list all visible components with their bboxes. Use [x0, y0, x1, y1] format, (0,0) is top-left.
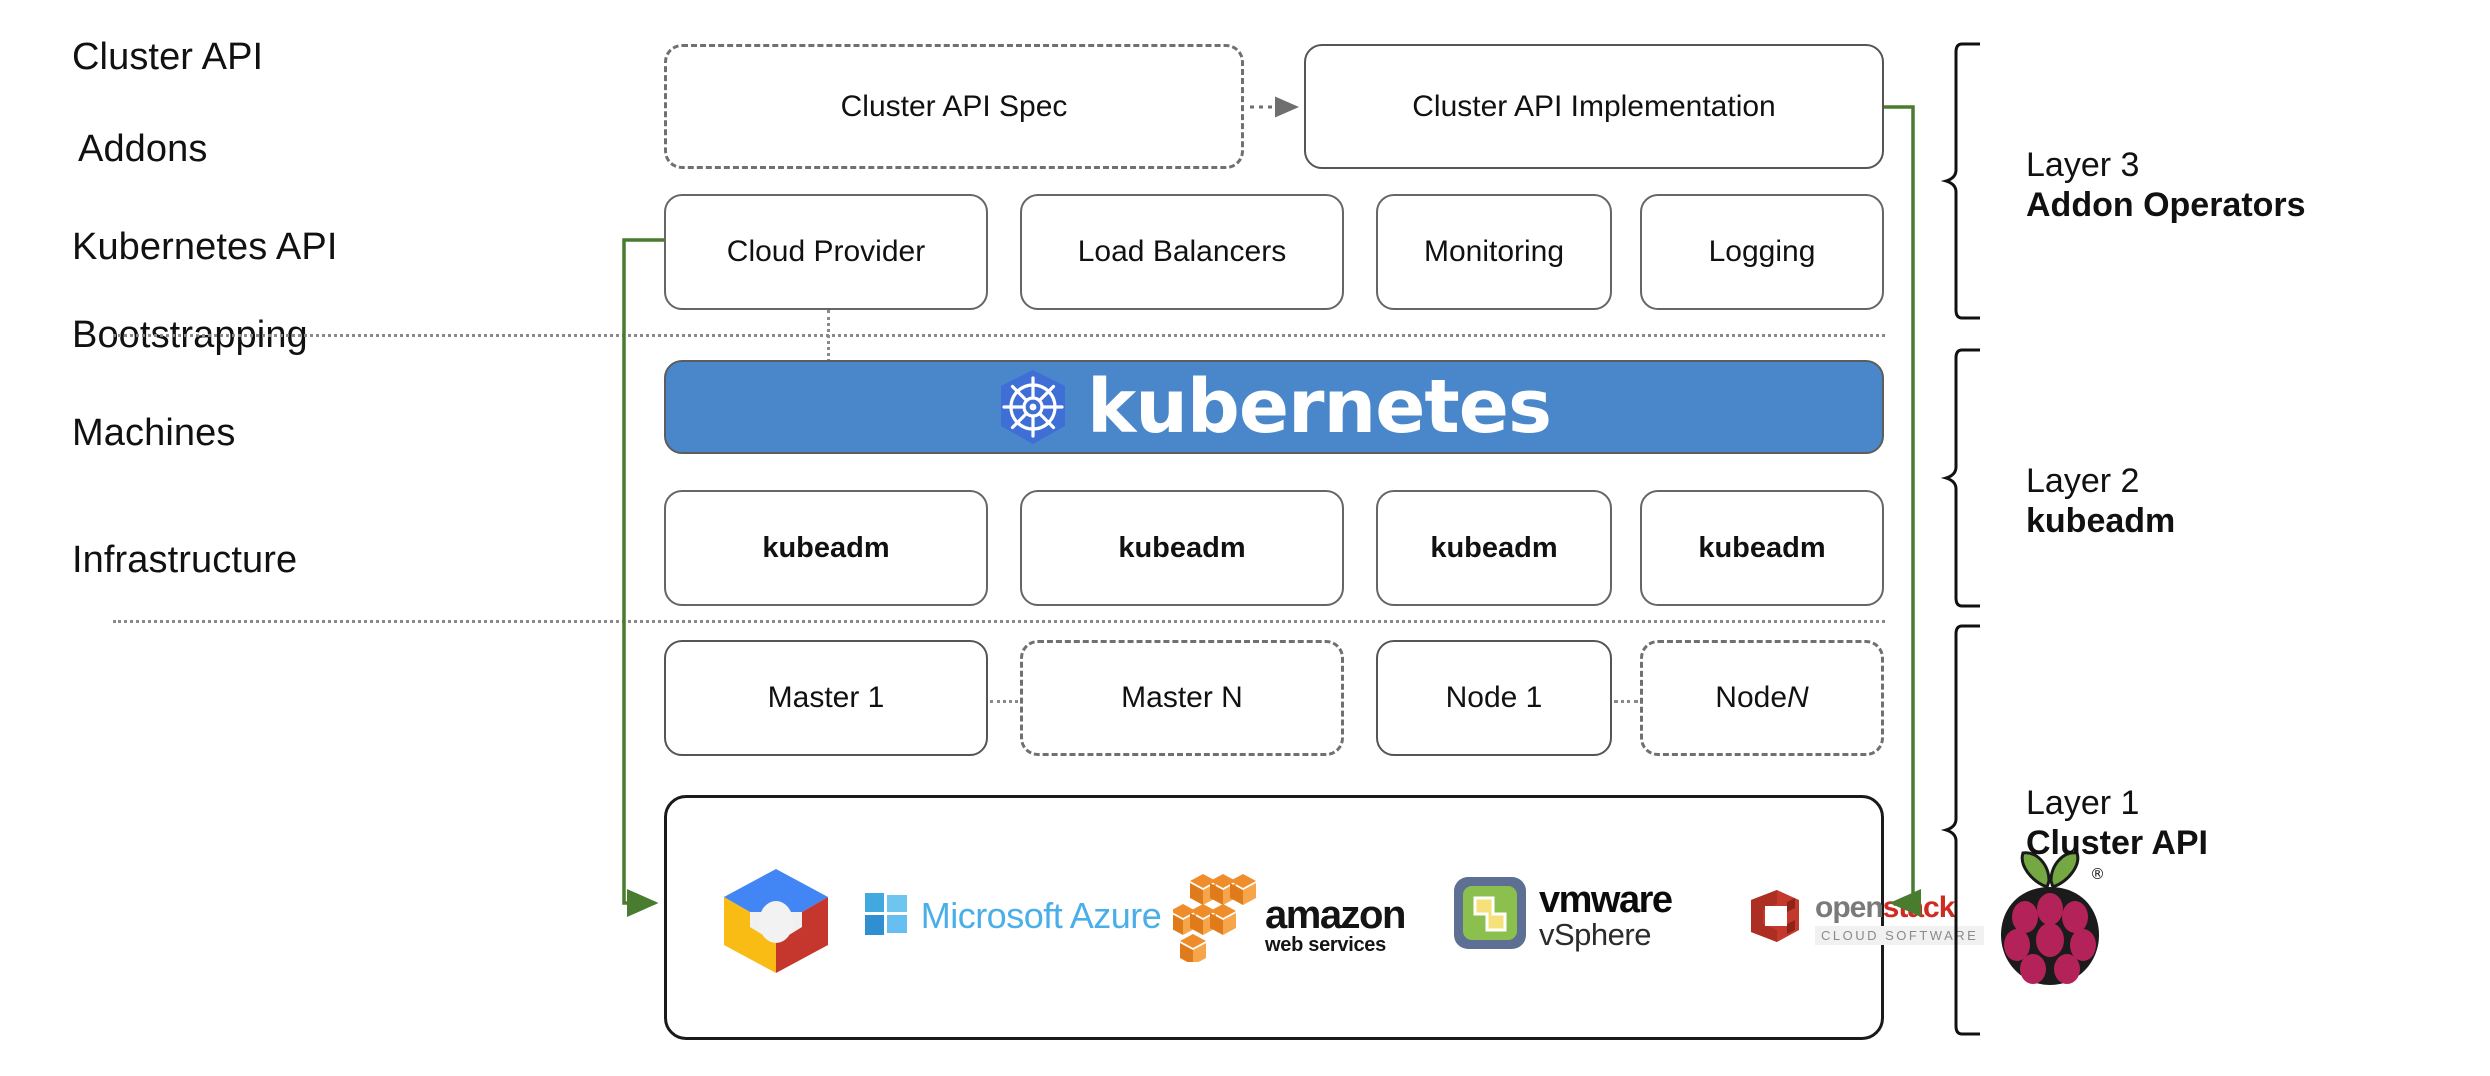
kubeadm-box-3[interactable]: kubeadm	[1376, 490, 1612, 606]
machine-box-node-n-label: Node	[1715, 681, 1788, 714]
cluster-api-spec-box[interactable]: Cluster API Spec	[664, 44, 1244, 169]
brace-layer-1	[1940, 624, 2000, 1041]
machine-box-master-n[interactable]: Master N	[1020, 640, 1344, 756]
separator-layer2-layer1	[113, 620, 1885, 623]
azure-wordmark: Microsoft Azure	[920, 895, 1162, 936]
machine-box-master-1[interactable]: Master 1	[664, 640, 988, 756]
brace-layer-2	[1940, 348, 2000, 613]
layer-1-number: Layer 1	[2026, 784, 2140, 822]
connector-master1-masterN	[990, 700, 1018, 703]
layer-2-number: Layer 2	[2026, 462, 2140, 500]
svg-text:®: ®	[2090, 865, 2105, 883]
kubernetes-wordmark: kubernetes	[1086, 364, 1552, 450]
layer-label-3: Layer 3 Addon Operators	[2026, 145, 2306, 225]
row-label-kubernetes-api: Kubernetes API	[72, 226, 338, 268]
row-label-machines: Machines	[72, 412, 236, 454]
provider-logo-azure[interactable]: Microsoft Azure	[863, 876, 1163, 956]
addon-box-monitoring[interactable]: Monitoring	[1376, 194, 1612, 310]
openstack-subtext: CLOUD SOFTWARE	[1815, 926, 1985, 945]
vmware-square-icon	[1453, 876, 1527, 955]
layer-3-number: Layer 3	[2026, 146, 2140, 184]
vmware-wordmark: vmware	[1539, 878, 1673, 921]
vsphere-subtext: vSphere	[1539, 916, 1651, 952]
provider-logo-aws[interactable]: amazon web services	[1170, 853, 1453, 983]
arrow-cloud-provider-to-infrastructure	[622, 238, 664, 917]
raspberry-pi-icon: ®	[2001, 851, 2105, 985]
addon-box-load-balancers[interactable]: Load Balancers	[1020, 194, 1344, 310]
layer-3-name: Addon Operators	[2026, 186, 2306, 225]
layer-2-name: kubeadm	[2026, 502, 2176, 541]
layer-1-name: Cluster API	[2026, 824, 2209, 863]
provider-logo-vmware[interactable]: vmware vSphere	[1453, 860, 1743, 970]
amazon-wordmark: amazon	[1265, 892, 1406, 937]
kubernetes-logo-icon	[997, 368, 1069, 446]
row-label-infrastructure: Infrastructure	[72, 539, 298, 581]
addon-box-cloud-provider[interactable]: Cloud Provider	[664, 194, 988, 310]
kubeadm-box-1[interactable]: kubeadm	[664, 490, 988, 606]
row-label-cluster-api: Cluster API	[72, 36, 264, 78]
connector-cloud-provider-to-kubernetes	[827, 310, 830, 362]
machine-box-node-1[interactable]: Node 1	[1376, 640, 1612, 756]
cluster-api-implementation-box[interactable]: Cluster API Implementation	[1304, 44, 1884, 169]
connector-node1-nodeN	[1614, 700, 1638, 703]
arrow-implementation-to-infrastructure	[1884, 105, 1921, 917]
infrastructure-panel[interactable]: Microsoft Azure amazon	[664, 795, 2105, 1040]
openstack-cube-icon	[1743, 886, 1805, 953]
openstack-open-text: open	[1815, 891, 1884, 924]
layer-label-2: Layer 2 kubeadm	[2026, 461, 2175, 541]
layer-label-1: Layer 1 Cluster API	[2026, 783, 2208, 863]
separator-layer3-layer2	[113, 334, 1885, 337]
row-label-addons: Addons	[78, 128, 208, 170]
aws-cubes-icon	[1170, 870, 1259, 967]
amazon-web-services-subtext: web services	[1265, 933, 1386, 956]
kubernetes-banner[interactable]: kubernetes	[664, 360, 1884, 454]
addon-box-logging[interactable]: Logging	[1640, 194, 1884, 310]
machine-box-node-n-emphasis: N	[1787, 681, 1809, 714]
openstack-wordmark: openstack	[1815, 891, 1955, 924]
brace-layer-3	[1940, 42, 2000, 325]
provider-logo-gcp[interactable]	[708, 858, 843, 983]
machine-box-node-n[interactable]: Node N	[1640, 640, 1884, 756]
windows-logo-icon	[864, 892, 907, 940]
kubeadm-box-2[interactable]: kubeadm	[1020, 490, 1344, 606]
provider-logo-raspberry-pi[interactable]: ®	[1985, 843, 2115, 993]
gcp-hexagon-icon	[723, 868, 828, 973]
kubeadm-box-4[interactable]: kubeadm	[1640, 490, 1884, 606]
